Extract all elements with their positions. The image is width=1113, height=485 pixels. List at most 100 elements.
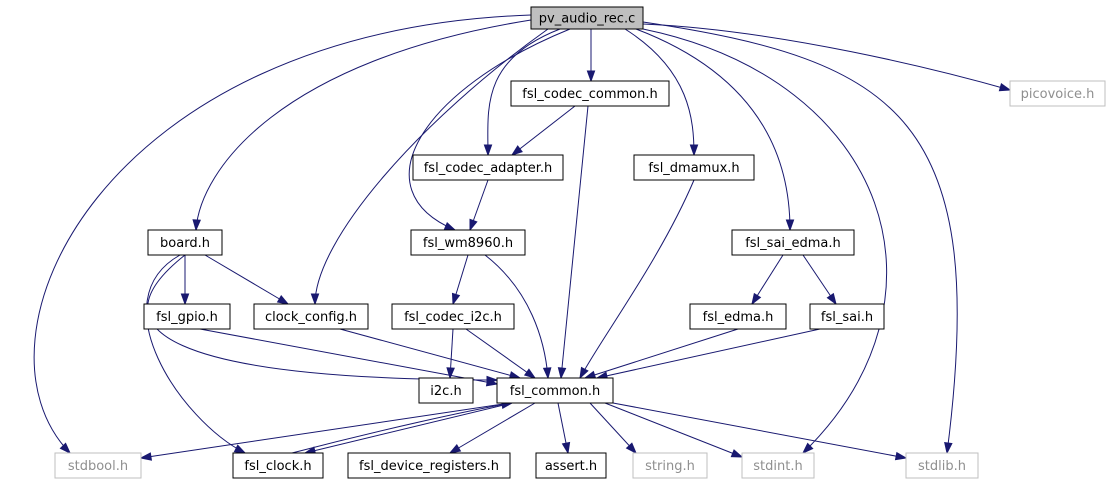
arrowhead-fsl-codec-common [586, 70, 596, 83]
node-fsl-device-registers[interactable]: fsl_device_registers.h [347, 452, 511, 479]
edge-fsl-edma-to-fsl-common [584, 328, 739, 379]
arrowhead-stdlib [894, 451, 908, 461]
node-box [510, 80, 670, 107]
arrowhead-fsl-common [579, 366, 589, 380]
arrowhead-fsl-gpio [180, 293, 190, 306]
arrowhead-stdlib [944, 442, 953, 455]
arrowhead-i2c [446, 367, 455, 380]
edge-fsl-gpio-to-fsl-common [199, 328, 498, 385]
arrowhead-fsl-wm8960 [469, 218, 478, 232]
node-box [253, 303, 369, 330]
node-label: pv_audio_rec.c [539, 12, 635, 27]
node-box [232, 452, 324, 479]
edge-board-to-fsl-common [147, 254, 498, 381]
node-label: fsl_codec_adapter.h [424, 161, 553, 176]
arrowhead-stdbool [59, 442, 72, 455]
node-box [741, 452, 815, 479]
edge-root-to-stdbool [33, 14, 532, 454]
node-label: fsl_edma.h [703, 310, 774, 325]
node-label: string.h [645, 459, 695, 474]
arrowhead-fsl-sai [826, 292, 837, 306]
node-fsl-common[interactable]: fsl_common.h [496, 377, 614, 404]
arrowhead-fsl-common [542, 367, 552, 380]
node-label: picovoice.h [1021, 87, 1095, 102]
edge-fsl-common-to-stdlib [612, 402, 907, 459]
node-box [143, 303, 231, 330]
arrowhead-clock-config [310, 293, 320, 306]
node-board[interactable]: board.h [147, 229, 223, 256]
arrowhead-fsl-device-registers [448, 443, 462, 454]
node-label: stdlib.h [918, 459, 966, 474]
node-fsl-codec-common[interactable]: fsl_codec_common.h [510, 80, 670, 107]
node-label: fsl_wm8960.h [423, 236, 513, 251]
node-fsl-sai[interactable]: fsl_sai.h [809, 303, 885, 330]
node-label: assert.h [545, 459, 597, 474]
node-box [809, 303, 885, 330]
node-fsl-codec-adapter[interactable]: fsl_codec_adapter.h [412, 154, 564, 181]
edge-fsl-common-to-stdbool [140, 402, 511, 459]
edge-fsl-common-to-stdint [604, 402, 743, 458]
node-label: fsl_sai.h [821, 310, 873, 325]
arrowhead-fsl-codec-adapter [483, 144, 493, 157]
arrowhead-fsl-dmamux [689, 144, 699, 157]
edge-board-to-fsl-clock [146, 254, 246, 454]
node-box [418, 377, 474, 404]
edge-fsl-common-to-fsl-clock [304, 402, 513, 454]
edge-root-to-stdint [642, 28, 888, 454]
node-string: string.h [632, 452, 708, 479]
edge-board-to-clock-config [204, 254, 289, 305]
node-label: fsl_clock.h [244, 459, 311, 474]
node-box [535, 452, 607, 479]
node-fsl-clock[interactable]: fsl_clock.h [232, 452, 324, 479]
node-fsl-codec-i2c[interactable]: fsl_codec_i2c.h [391, 303, 515, 330]
arrowhead-stdint [730, 449, 744, 458]
node-label: clock_config.h [265, 310, 357, 325]
node-box [147, 229, 223, 256]
node-box [905, 452, 979, 479]
node-label: fsl_sai_edma.h [745, 236, 841, 251]
node-box [530, 6, 644, 30]
edge-root-to-stdlib [642, 21, 958, 454]
node-label: board.h [160, 236, 210, 251]
node-label: fsl_common.h [510, 384, 600, 399]
arrowhead-fsl-common [485, 377, 499, 387]
node-label: stdbool.h [68, 459, 128, 474]
node-fsl-edma[interactable]: fsl_edma.h [689, 303, 787, 330]
node-assert[interactable]: assert.h [535, 452, 607, 479]
node-box [54, 452, 142, 479]
edge-root-to-clock-config [314, 28, 549, 305]
node-label: stdint.h [753, 459, 802, 474]
edge-fsl-dmamux-to-fsl-common [579, 179, 695, 379]
edge-fsl-codec-common-to-fsl-codec-adapter [511, 105, 576, 156]
arrowhead-fsl-codec-adapter [510, 145, 523, 156]
node-box [412, 154, 564, 181]
node-clock-config[interactable]: clock_config.h [253, 303, 369, 330]
edge-fsl-common-to-string [589, 402, 637, 454]
node-label: fsl_codec_i2c.h [404, 310, 502, 325]
arrowhead-fsl-edma [751, 292, 762, 306]
node-fsl-dmamux[interactable]: fsl_dmamux.h [633, 154, 755, 181]
node-stdint: stdint.h [741, 452, 815, 479]
node-label: fsl_dmamux.h [648, 161, 739, 176]
node-label: fsl_gpio.h [156, 310, 218, 325]
node-label: i2c.h [430, 384, 461, 399]
arrowhead-fsl-common [557, 367, 567, 380]
node-stdlib: stdlib.h [905, 452, 979, 479]
node-i2c[interactable]: i2c.h [418, 377, 474, 404]
node-label: fsl_codec_common.h [522, 87, 657, 102]
edge-fsl-codec-i2c-to-fsl-common [465, 328, 536, 379]
node-fsl-wm8960[interactable]: fsl_wm8960.h [410, 229, 526, 256]
node-fsl-sai-edma[interactable]: fsl_sai_edma.h [731, 229, 855, 256]
node-fsl-gpio[interactable]: fsl_gpio.h [143, 303, 231, 330]
arrowhead-stdint [801, 442, 814, 455]
node-box [496, 377, 614, 404]
edge-fsl-wm8960-to-fsl-common [484, 254, 549, 379]
edge-fsl-clock-to-fsl-common [291, 402, 513, 454]
nodes-layer: pv_audio_rec.c fsl_codec_common.h picovoic… [54, 6, 1106, 479]
edge-root-to-fsl-dmamux [624, 28, 695, 156]
node-box [632, 452, 708, 479]
arrowhead-stdbool [139, 452, 153, 461]
edge-fsl-sai-to-fsl-common [596, 328, 821, 379]
node-root[interactable]: pv_audio_rec.c [530, 6, 644, 30]
